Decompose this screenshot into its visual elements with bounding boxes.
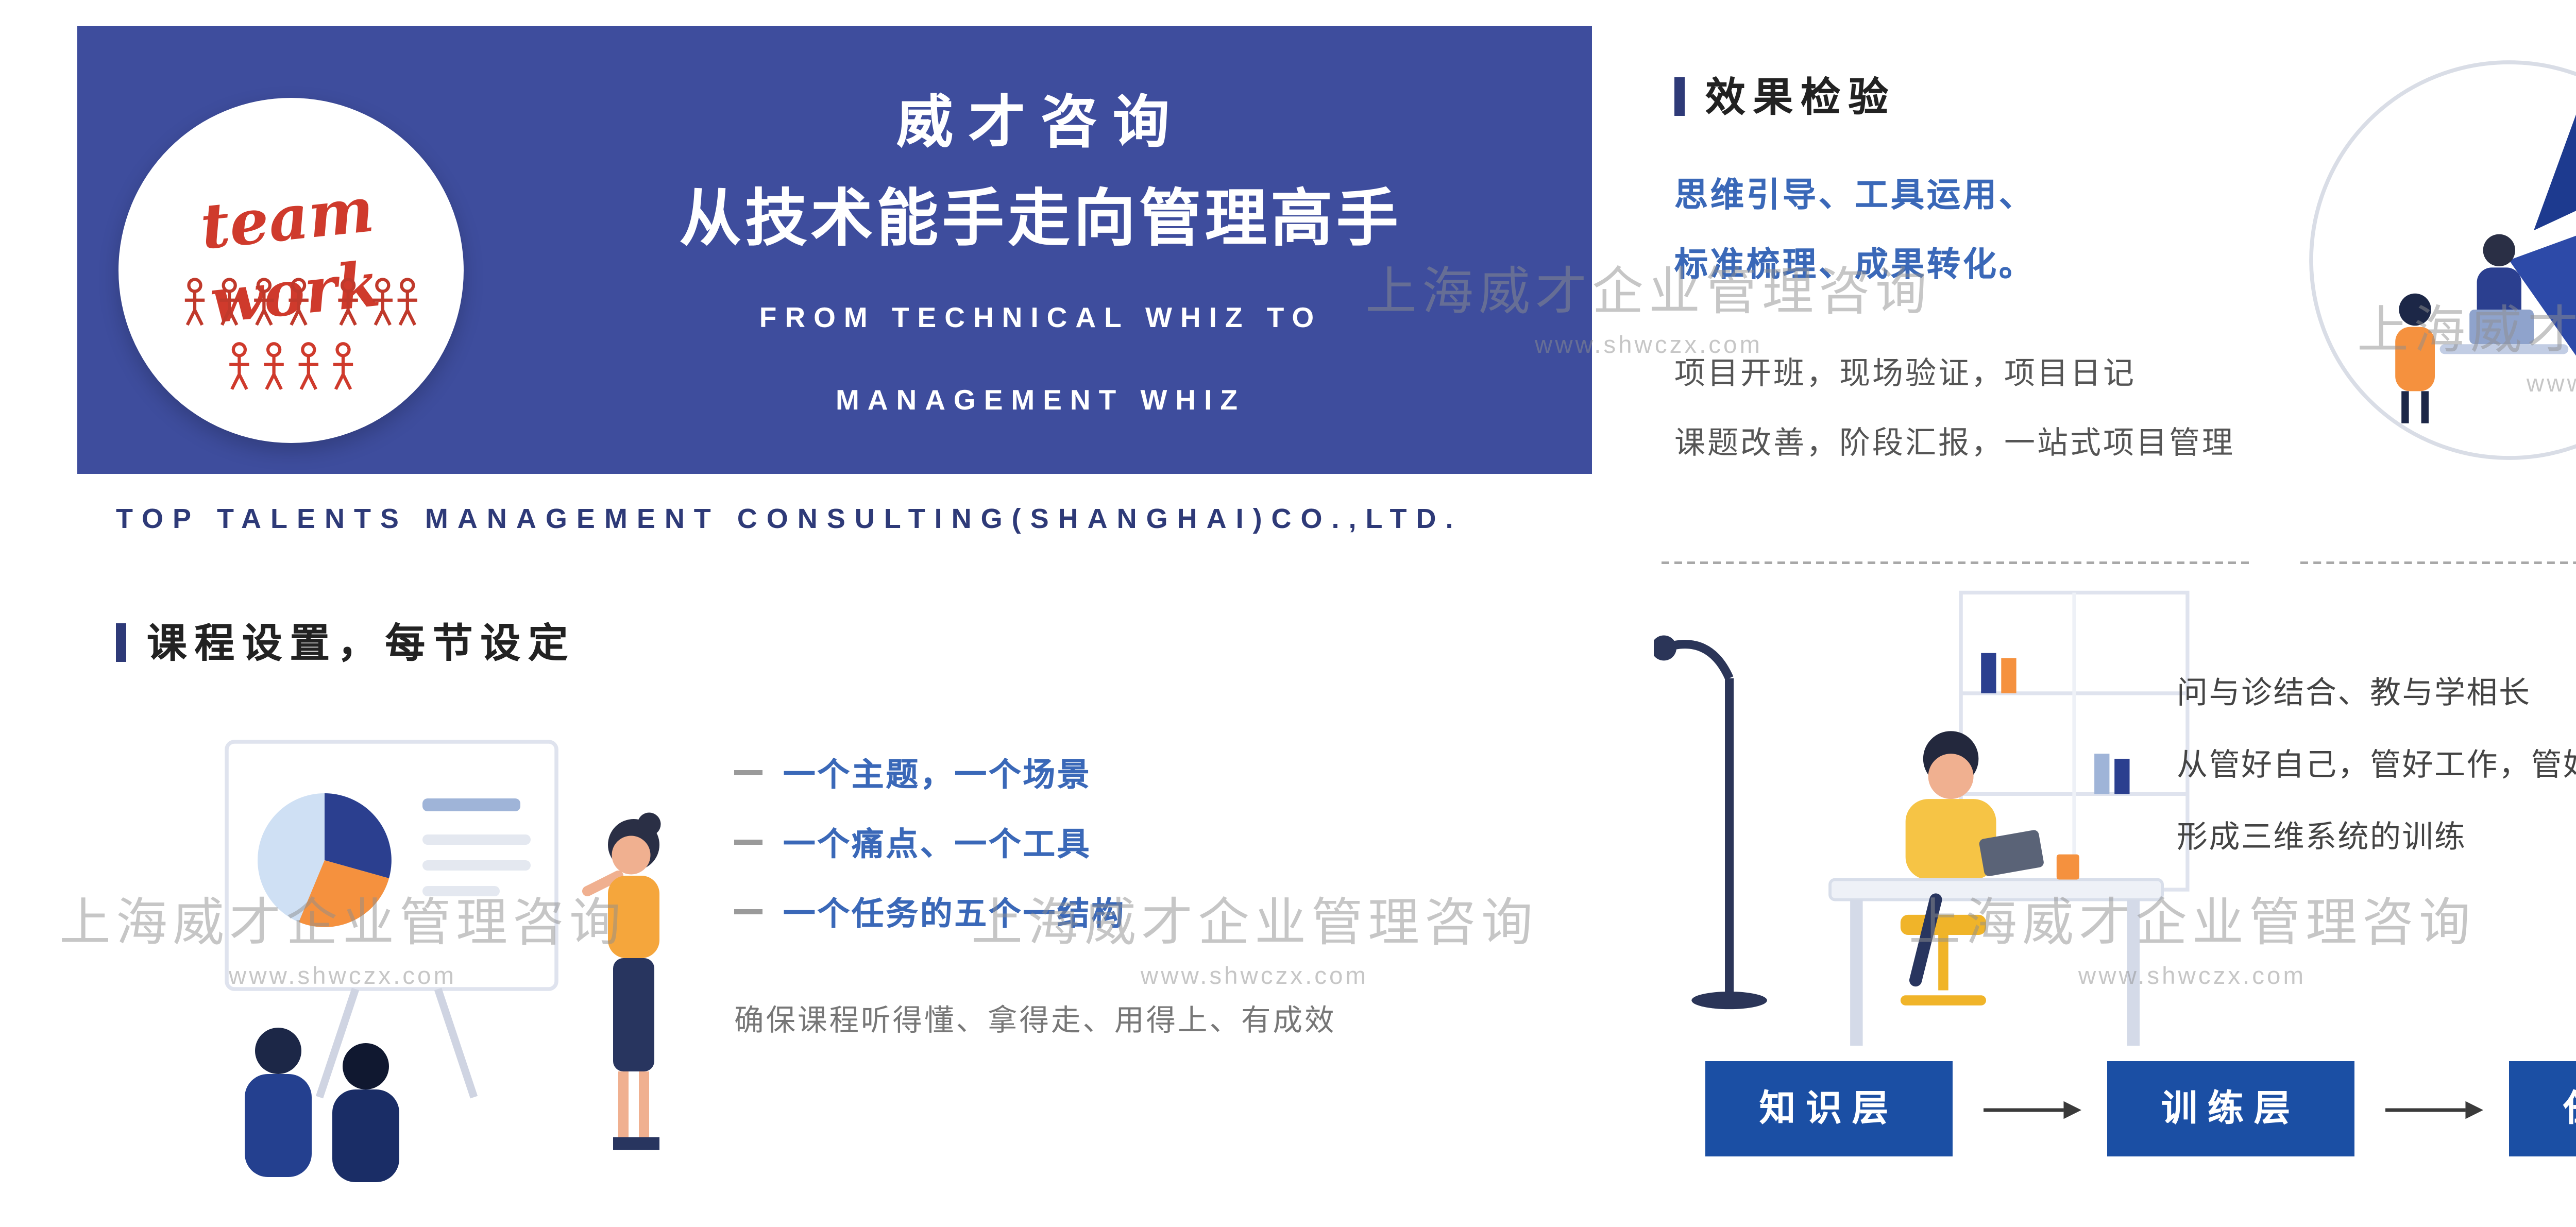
bullet-dash — [734, 908, 762, 913]
task-layer-button[interactable]: 任务层 — [2509, 1061, 2576, 1156]
bullet-dash — [734, 838, 762, 844]
hero-subtitle-en-1: FROM TECHNICAL WHIZ TO — [759, 304, 1323, 335]
effect-intro-line: 思维引导、工具运用、 — [1674, 175, 2036, 214]
illustration-pie-chart — [2262, 13, 2576, 520]
arrow-right-icon — [1984, 1101, 2081, 1119]
arrow-right-icon — [2385, 1101, 2483, 1119]
course-point-1: 一个主题，一个场景 — [734, 747, 1092, 796]
hero-subtitle-en-2: MANAGEMENT WHIZ — [835, 386, 1246, 417]
course-point-2: 一个痛点、一个工具 — [734, 816, 1092, 865]
section-header-course: 课程设置，每节设定 — [116, 613, 576, 670]
section-header-effect: 效果检验 — [1674, 67, 1896, 124]
course-point-text: 一个任务的五个一结构 — [783, 896, 1126, 932]
effect-header-text: 效果检验 — [1705, 77, 1896, 121]
brand-name: 威才咨询 — [896, 90, 1185, 155]
coach-line: 从管好自己，管好工作，管好下属为主线 — [2177, 747, 2576, 783]
bullet-dash — [734, 769, 762, 774]
dashed-divider — [2300, 561, 2576, 564]
hero-title: 从技术能手走向管理高手 — [679, 185, 1402, 255]
header-accent-bar — [116, 622, 126, 661]
course-point-3: 一个任务的五个一结构 — [734, 886, 1126, 935]
training-layer-button[interactable]: 训练层 — [2107, 1061, 2354, 1156]
effect-detail-line: 项目开班，现场验证，项目日记 — [1674, 355, 2137, 391]
coach-line: 问与诊结合、教与学相长 — [2177, 675, 2531, 711]
effect-intro-line: 标准梳理、成果转化。 — [1674, 245, 2036, 283]
effect-detail-line: 课题改善，阶段汇报，一站式项目管理 — [1674, 425, 2235, 461]
teamwork-figures-icon — [165, 273, 422, 397]
header-accent-bar — [1674, 76, 1685, 115]
knowledge-layer-button[interactable]: 知识层 — [1705, 1061, 1953, 1156]
teamwork-badge: team work — [118, 98, 464, 443]
company-name-en: TOP TALENTS MANAGEMENT CONSULTING(SHANGH… — [116, 505, 1463, 536]
dashed-divider — [1662, 561, 2249, 564]
illustration-classroom — [201, 711, 729, 1208]
course-point-text: 一个主题，一个场景 — [783, 757, 1092, 793]
course-note: 确保课程听得懂、拿得走、用得上、有成效 — [734, 1007, 1336, 1038]
hero-text-block: 威才咨询 从技术能手走向管理高手 FROM TECHNICAL WHIZ TO … — [489, 26, 1592, 474]
course-header-text: 课程设置，每节设定 — [147, 623, 576, 667]
illustration-desk-work — [1651, 582, 2208, 1079]
coach-line: 形成三维系统的训练 — [2177, 819, 2467, 855]
course-point-text: 一个痛点、一个工具 — [783, 827, 1092, 863]
